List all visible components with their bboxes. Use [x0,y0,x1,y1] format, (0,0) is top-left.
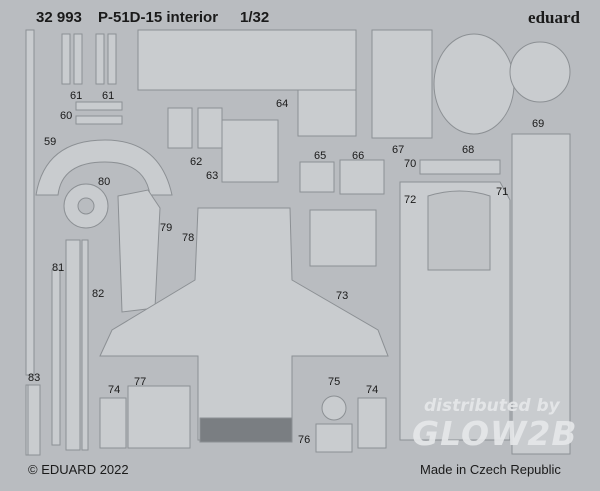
part-label-80: 80 [98,176,111,188]
part-label-70: 70 [404,158,417,170]
part-label-73: 73 [336,290,349,302]
part-label-75: 75 [328,376,341,388]
part-label-60: 60 [60,110,73,122]
part-label-78: 78 [182,232,195,244]
part-60b [75,115,123,125]
part-label-83: 83 [28,372,41,384]
origin-text: Made in Czech Republic [420,462,561,477]
part-63 [221,119,279,183]
part-82-rail-b [81,239,89,451]
part-62b [197,107,223,149]
copyright-text: © EDUARD 2022 [28,462,129,477]
part-81-rail [51,269,61,446]
part-label-71: 71 [496,186,509,198]
product-name: P-51D-15 interior [98,9,219,26]
part-74-right [357,397,387,449]
part-label-59: 59 [44,136,57,148]
part-66 [339,159,385,195]
part-label-69: 69 [532,118,545,130]
part-77 [127,385,191,449]
part-label-61: 61 [102,90,115,102]
part-68-oval [433,33,515,135]
part-label-76: 76 [298,434,311,446]
part-label-74: 74 [108,384,121,396]
part-76 [315,423,353,453]
part-61-strip [95,33,105,85]
part-label-61: 61 [70,90,83,102]
part-70 [419,159,501,175]
part-label-66: 66 [352,150,365,162]
part-64-panel [137,29,357,91]
part-74-left [99,397,127,449]
part-label-67: 67 [392,144,405,156]
part-label-63: 63 [206,170,219,182]
part-label-81: 81 [52,262,65,274]
part-64-lower [297,89,357,137]
part-label-74: 74 [366,384,379,396]
part-label-68: 68 [462,144,475,156]
catalog-number: 32 993 [36,9,82,26]
part-75 [321,395,347,421]
part-67 [371,29,433,139]
part-60 [75,101,123,111]
eduard-logo: eduard [528,8,580,27]
part-62 [167,107,193,149]
left-frame-rail [25,29,35,376]
watermark-logo: GLOW2B [412,414,578,453]
part-61-strip [61,33,71,85]
part-label-77: 77 [134,376,147,388]
scale-label: 1/32 [240,9,270,26]
part-78-floor [99,207,389,441]
part-61-strip [73,33,83,85]
part-label-65: 65 [314,150,327,162]
part-69 [509,41,571,103]
part-59-arc [35,139,173,196]
part-label-62: 62 [190,156,203,168]
part-73 [309,209,377,267]
part-label-82: 82 [92,288,105,300]
part-61-strip [107,33,117,85]
part-label-64: 64 [276,98,289,110]
part-65 [299,161,335,193]
part-79-panel [117,189,161,313]
part-label-79: 79 [160,222,173,234]
distributor-watermark: distributed by GLOW2B [410,392,590,462]
part-label-72: 72 [404,194,417,206]
part-82-rail [65,239,81,451]
part-83 [27,384,41,456]
watermark-line1: distributed by [424,396,560,416]
part-71-strip [511,133,571,455]
